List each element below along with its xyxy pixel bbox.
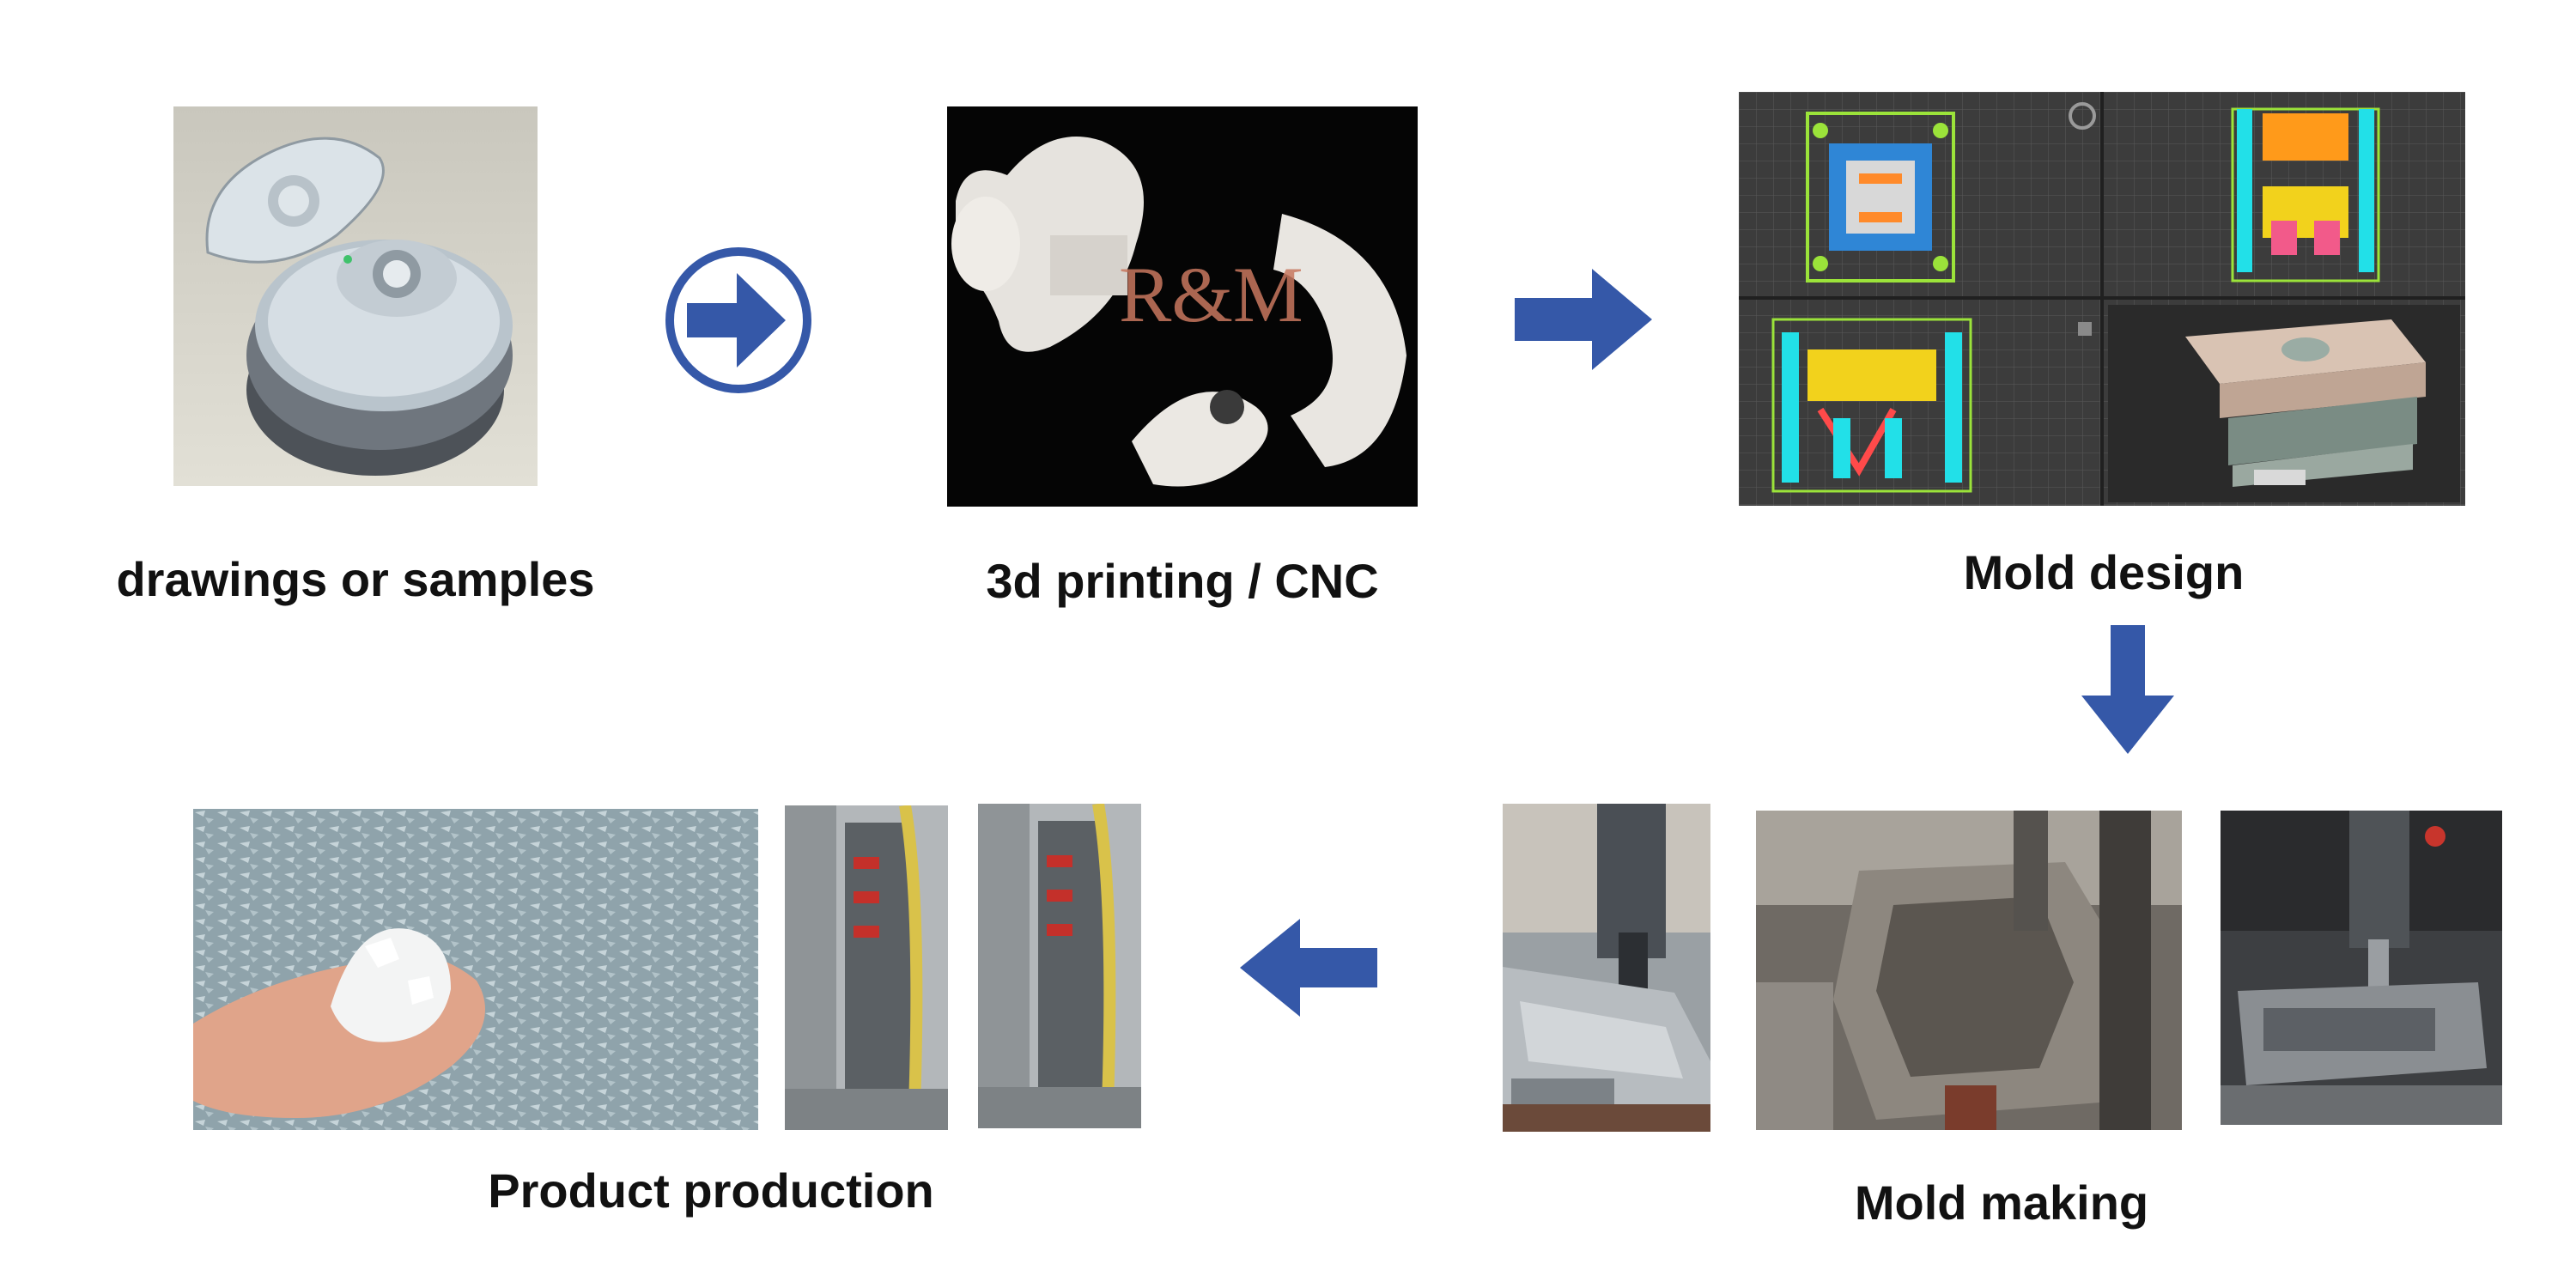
mold-making-photo-3 bbox=[2221, 811, 2502, 1125]
arrow-right-icon bbox=[1515, 269, 1652, 370]
mold-design-cad-image bbox=[1739, 92, 2465, 506]
rm-watermark: R&M bbox=[1119, 251, 1303, 338]
step-label-mold-making: Mold making bbox=[1854, 1176, 2149, 1230]
drawings-sample-image bbox=[173, 106, 538, 486]
step-label-production: Product production bbox=[488, 1163, 934, 1218]
finished-parts-in-hand-image bbox=[193, 809, 758, 1130]
step-label-printing: 3d printing / CNC bbox=[986, 554, 1379, 608]
arrow-right-circle-icon bbox=[661, 243, 816, 398]
injection-machine-photo-2 bbox=[978, 804, 1141, 1128]
arrow-left-icon bbox=[1240, 919, 1377, 1017]
mold-making-photo-1 bbox=[1503, 804, 1710, 1132]
step-label-mold-design: Mold design bbox=[1963, 545, 2245, 599]
printed-parts-image: R&M bbox=[947, 106, 1418, 507]
step-label-drawings: drawings or samples bbox=[116, 552, 595, 606]
injection-machine-photo-1 bbox=[785, 805, 948, 1130]
mold-making-photo-2 bbox=[1756, 811, 2182, 1130]
arrow-down-icon bbox=[2081, 625, 2174, 754]
